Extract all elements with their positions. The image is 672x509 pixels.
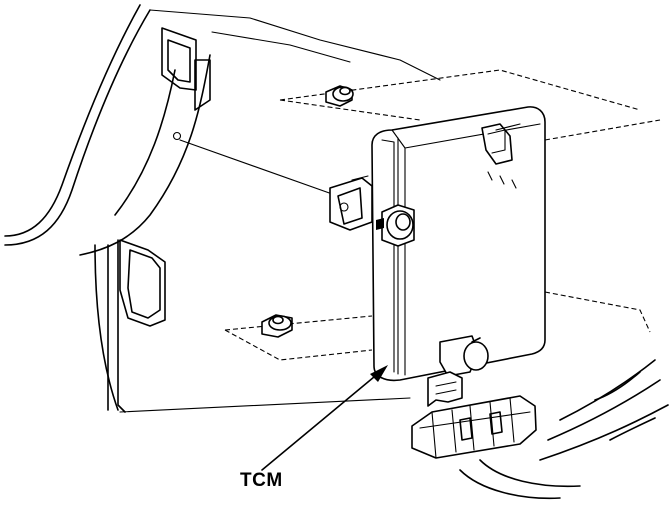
upper-bolt (325, 85, 354, 107)
tcm-callout-arrow (261, 365, 388, 471)
tcm-mount-bolt (376, 204, 415, 247)
lower-bolt (261, 314, 293, 338)
tcm-unit (371, 106, 546, 382)
mount-bracket (179, 139, 373, 231)
body-panel (4, 4, 441, 413)
upper-mount-plane (279, 69, 661, 141)
lower-mount-plane (224, 291, 651, 361)
wiring-connector (411, 395, 537, 459)
tcm-callout-label: TCM (240, 470, 283, 491)
wire-harness (459, 359, 669, 500)
lower-bracket (427, 371, 463, 407)
